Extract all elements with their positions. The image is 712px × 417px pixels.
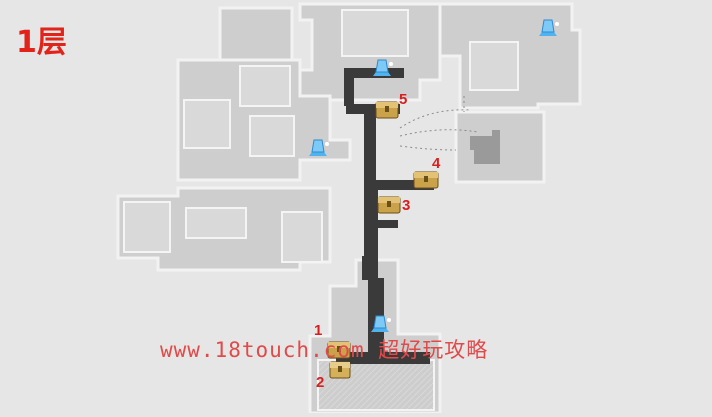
space-anchor-icon-top[interactable]	[373, 59, 393, 76]
space-anchor-icon-left[interactable]	[309, 139, 329, 156]
marker-2: 2	[316, 374, 325, 391]
marker-3: 3	[402, 197, 411, 214]
space-anchor-icon-bottom[interactable]	[371, 315, 391, 332]
small-building	[470, 130, 500, 164]
marker-4: 4	[432, 155, 441, 172]
map-dotted-links	[399, 96, 479, 151]
watermark-text: www.18touch.com 超好玩攻略	[160, 338, 489, 362]
marker-5: 5	[399, 91, 408, 108]
chest-icon-2[interactable]	[329, 361, 351, 379]
main-path	[336, 68, 434, 378]
chest-icon-5[interactable]	[375, 101, 399, 119]
chest-icon-4[interactable]	[413, 171, 439, 189]
floor-label: 1层	[16, 25, 67, 60]
marker-1: 1	[314, 322, 323, 339]
chest-icon-3[interactable]	[377, 196, 401, 214]
space-anchor-icon-top-right[interactable]	[539, 19, 559, 36]
chest-icon-1[interactable]	[327, 341, 351, 359]
map-inner-rooms	[123, 9, 519, 411]
